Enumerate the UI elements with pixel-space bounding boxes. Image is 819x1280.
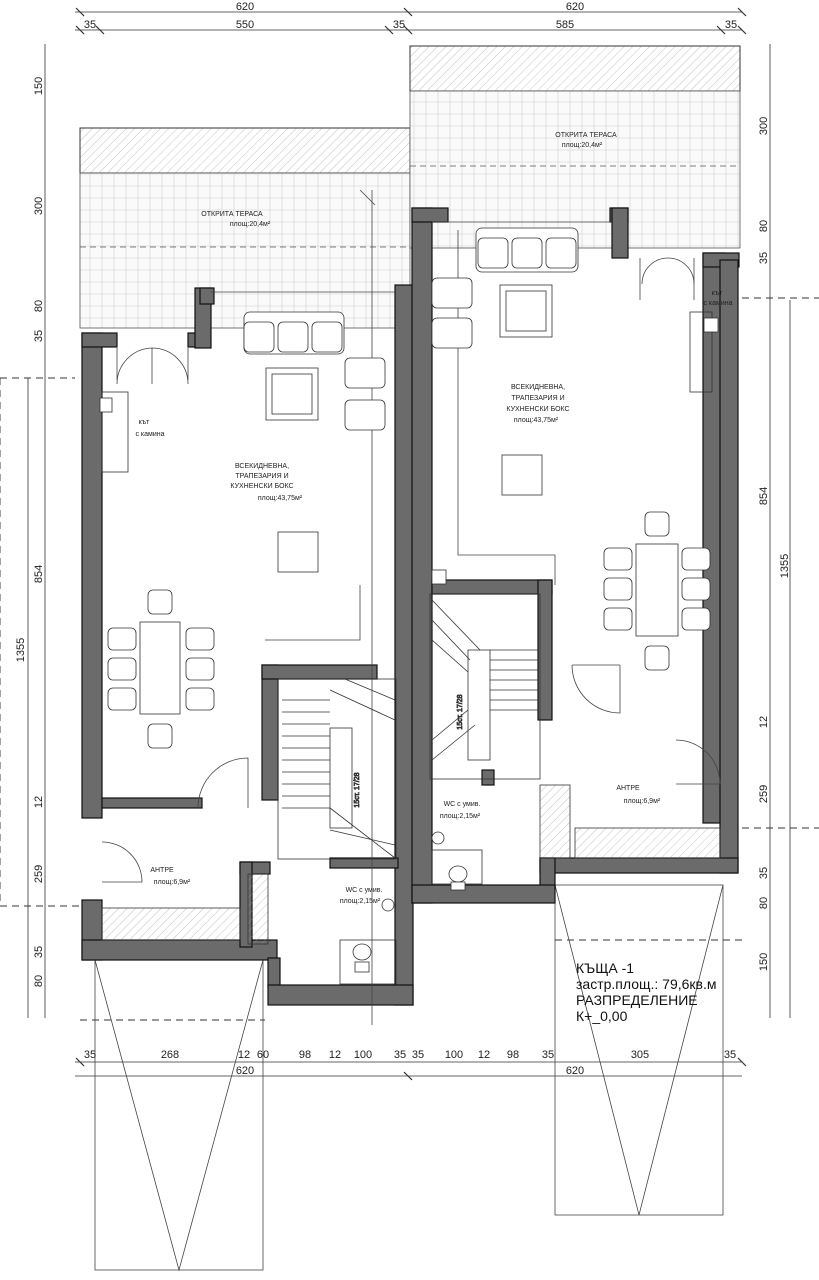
dim-top-part: 35 (84, 19, 96, 31)
dim-left-part: 80 (33, 975, 45, 987)
dim-right-part: 80 (758, 220, 770, 232)
terrace-left-area: площ:20,4м² (230, 221, 271, 228)
hall-right-area: площ:6,9м² (624, 798, 661, 805)
title-level: К+_0,00 (576, 1008, 628, 1024)
dim-left-part: 150 (33, 77, 45, 95)
dim-bottom-part: 35 (724, 1049, 736, 1061)
dim-left-part: 35 (33, 946, 45, 958)
wc-right-area: площ:2,15м² (440, 813, 481, 820)
dimensions-left: 150 300 80 35 854 12 259 35 80 1355 (15, 77, 45, 987)
dim-right-part: 854 (758, 487, 770, 505)
stair-label-left: 15ст. 17/28 (354, 772, 361, 807)
hall-left-title: АНТРЕ (150, 867, 174, 874)
title-block: КЪЩА -1 застр.площ.: 79,6кв.м РАЗПРЕДЕЛЕ… (576, 960, 776, 1024)
living-left-line3: КУХНЕНСКИ БОКС (230, 483, 293, 490)
driveway-right (554, 884, 724, 1216)
walls (81, 207, 740, 1006)
dim-bottom-part: 35 (542, 1049, 554, 1061)
dim-bottom-part: 12 (238, 1049, 250, 1061)
dimensions-top: 620 620 35 550 35 585 35 (84, 1, 737, 31)
dim-left-part: 259 (33, 865, 45, 883)
title-layout: РАЗПРЕДЕЛЕНИЕ (576, 992, 698, 1008)
dim-left-part: 12 (33, 796, 45, 808)
living-right-line2: ТРАПЕЗАРИЯ И (511, 395, 564, 402)
fireplace-left-line2: с камина (135, 431, 164, 438)
dimension-frame (0, 7, 819, 1081)
terrace-right-title: ОТКРИТА ТЕРАСА (555, 132, 617, 139)
dim-bottom-part: 35 (394, 1049, 406, 1061)
dim-bottom-part: 268 (161, 1049, 179, 1061)
wc-left-area: площ:2,15м² (340, 898, 381, 905)
dim-bottom-part: 35 (412, 1049, 424, 1061)
stair-label-right: 15ст. 17/28 (457, 694, 464, 729)
hall-left-area: площ:6,9м² (154, 879, 191, 886)
living-left-line1: ВСЕКИДНЕВНА, (235, 463, 289, 470)
dim-top-total-left: 620 (236, 1, 254, 13)
staircase-left: 15ст. 17/28 (277, 678, 397, 860)
dim-bottom-part: 98 (299, 1049, 311, 1061)
dim-left-part: 35 (33, 330, 45, 342)
living-right-line3: КУХНЕНСКИ БОКС (506, 406, 569, 413)
dim-right-part: 259 (758, 785, 770, 803)
furniture (99, 227, 721, 985)
dim-top-part: 35 (393, 19, 405, 31)
terrace-right-area: площ:20,4м² (562, 142, 603, 149)
dim-right-part: 300 (758, 117, 770, 135)
terrace-left-title: ОТКРИТА ТЕРАСА (201, 211, 263, 218)
fireplace-right-line2: с камина (703, 300, 732, 307)
terrace-left (79, 127, 411, 329)
title-built-area: застр.площ.: 79,6кв.м (576, 976, 717, 992)
dim-top-part: 550 (236, 19, 254, 31)
dim-bottom-total-left: 620 (236, 1065, 254, 1077)
dim-left-total: 1355 (15, 638, 27, 662)
title-house: КЪЩА -1 (576, 960, 635, 976)
staircase-right: 15ст. 17/28 (429, 593, 541, 780)
dim-right-part: 35 (758, 252, 770, 264)
dim-bottom-part: 35 (84, 1049, 96, 1061)
dim-top-total-right: 620 (566, 1, 584, 13)
doors (101, 257, 721, 883)
dim-top-part: 585 (556, 19, 574, 31)
dim-bottom-part: 100 (445, 1049, 463, 1061)
wc-left-title: WC с умив. (346, 887, 383, 894)
dimensions-right: 300 80 35 854 12 259 35 80 150 1355 (758, 117, 791, 971)
fireplace-left-line1: кът (139, 419, 150, 426)
driveway-left (94, 959, 264, 1272)
interior-lines (116, 189, 695, 1025)
dim-right-part: 12 (758, 716, 770, 728)
dim-bottom-part: 60 (257, 1049, 269, 1061)
dim-right-total: 1355 (779, 554, 791, 578)
hall-right-title: АНТРЕ (616, 785, 640, 792)
dim-bottom-part: 12 (478, 1049, 490, 1061)
fireplace-right-line1: кът (712, 290, 723, 297)
dim-left-part: 300 (33, 197, 45, 215)
living-right-area: площ:43,75м² (514, 417, 559, 424)
room-labels: ОТКРИТА ТЕРАСА площ:20,4м² ОТКРИТА ТЕРАС… (135, 132, 732, 905)
dim-bottom-part: 305 (631, 1049, 649, 1061)
dim-bottom-total-right: 620 (566, 1065, 584, 1077)
dimensions-bottom: 35 268 12 60 98 12 100 35 35 100 12 98 3… (84, 1049, 736, 1077)
dim-bottom-part: 98 (507, 1049, 519, 1061)
dim-bottom-part: 100 (354, 1049, 372, 1061)
dim-right-part: 80 (758, 897, 770, 909)
living-left-line2: ТРАПЕЗАРИЯ И (235, 473, 288, 480)
dim-right-part: 150 (758, 953, 770, 971)
wc-right-title: WC с умив. (444, 801, 481, 808)
dim-left-part: 80 (33, 300, 45, 312)
dim-top-part: 35 (725, 19, 737, 31)
dim-left-part: 854 (33, 565, 45, 583)
dim-bottom-part: 12 (329, 1049, 341, 1061)
living-left-area: площ:43,75м² (258, 495, 303, 502)
living-right-line1: ВСЕКИДНЕВНА, (511, 384, 565, 391)
dim-right-part: 35 (758, 867, 770, 879)
